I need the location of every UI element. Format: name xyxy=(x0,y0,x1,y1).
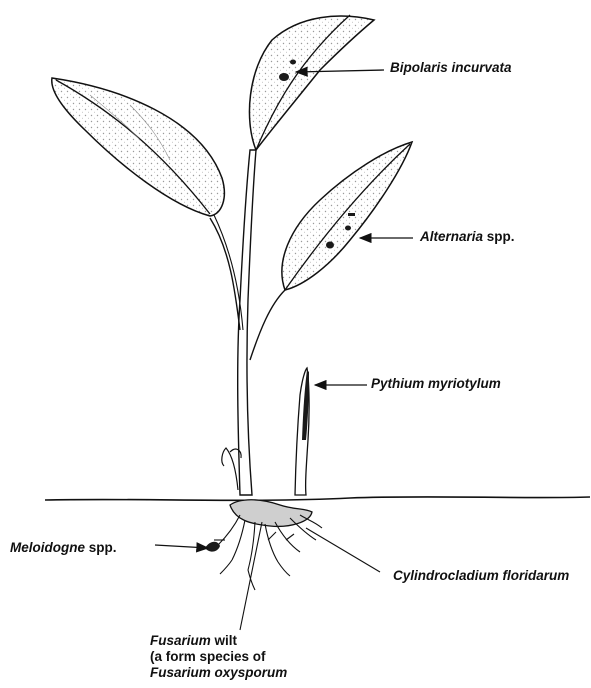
meloidogne-gall xyxy=(205,542,220,552)
right-leaf-petiole xyxy=(250,290,285,360)
label-pythium: Pythium myriotylum xyxy=(371,376,501,392)
right-leaf xyxy=(282,142,412,290)
label-fusarium-line3: Fusarium oxysporum xyxy=(150,665,287,681)
emerging-shoot xyxy=(295,368,309,495)
label-alternaria-suffix: spp. xyxy=(487,229,515,244)
label-fusarium-rest: wilt xyxy=(215,633,238,648)
soil-line xyxy=(45,497,590,500)
top-leaf xyxy=(249,15,374,150)
label-meloidogne-suffix: spp. xyxy=(89,540,117,555)
label-fusarium-genus: Fusarium xyxy=(150,633,211,648)
alternaria-lesion xyxy=(326,242,334,249)
label-bipolaris: Bipolaris incurvata xyxy=(390,60,512,76)
rhizome xyxy=(230,500,312,527)
label-fusarium-line1: Fusarium wilt xyxy=(150,633,287,649)
cylindrocladium-line xyxy=(306,528,380,572)
label-fusarium-line2: (a form species of xyxy=(150,649,287,665)
label-cylindrocladium: Cylindrocladium floridarum xyxy=(393,568,569,584)
main-stem xyxy=(238,150,256,495)
label-fusarium: Fusarium wilt (a form species of Fusariu… xyxy=(150,633,287,681)
alternaria-lesion-3 xyxy=(348,213,355,216)
left-leaf-petiole xyxy=(210,218,240,330)
bipolaris-lesion-2 xyxy=(290,60,296,65)
alternaria-lesion-2 xyxy=(345,226,351,231)
bipolaris-lesion xyxy=(279,73,289,81)
label-meloidogne: Meloidogne spp. xyxy=(10,540,117,556)
left-leaf xyxy=(52,78,225,216)
fusarium-line xyxy=(240,522,262,630)
label-meloidogne-genus: Meloidogne xyxy=(10,540,85,555)
meloidogne-arrow xyxy=(155,545,208,548)
label-alternaria-genus: Alternaria xyxy=(420,229,483,244)
label-alternaria: Alternaria spp. xyxy=(420,229,515,245)
